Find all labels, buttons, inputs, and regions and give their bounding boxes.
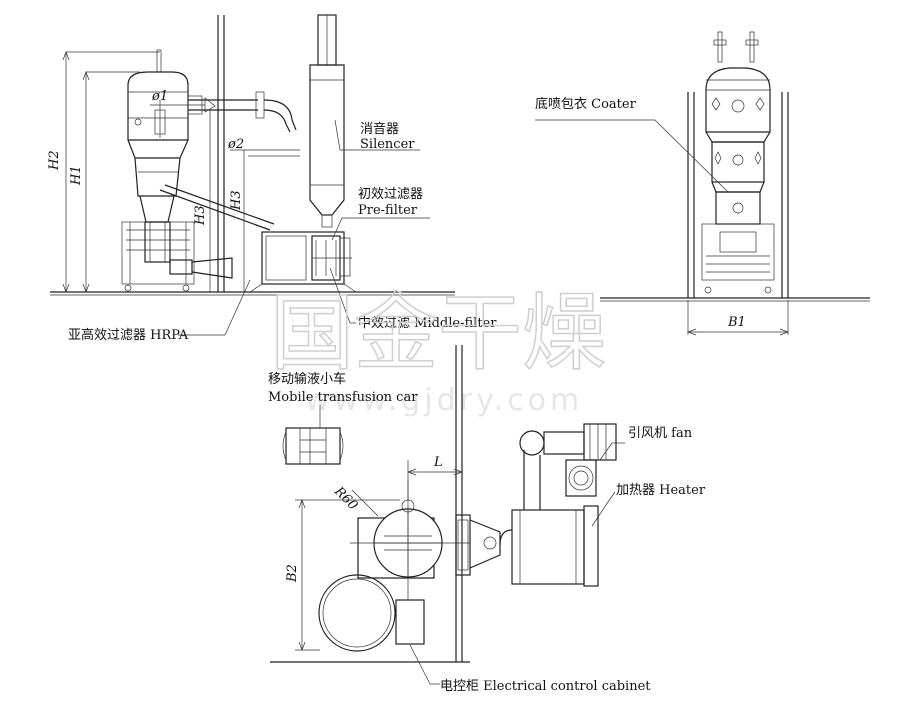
watermark-url: www.gjdry.com: [305, 383, 583, 418]
dim-b2: B2: [285, 564, 300, 583]
label-cart-cn: 移动输液小车: [268, 371, 346, 387]
dim-h1: H1: [69, 165, 84, 186]
dim-h3-right: H3: [229, 190, 244, 211]
label-control-cabinet: 电控柜 Electrical control cabinet: [440, 679, 651, 694]
watermark: 国金干燥 www.gjdry.com: [269, 283, 607, 418]
label-silencer-cn: 消音器: [360, 121, 399, 137]
dim-phi2: ø2: [227, 137, 244, 152]
silencer: [309, 14, 345, 228]
tank-circle: [318, 574, 396, 652]
label-fan: 引风机 fan: [628, 426, 693, 441]
label-hrpa: 亚高效过滤器 HRPA: [68, 327, 189, 343]
label-cart-en: Mobile transfusion car: [268, 390, 418, 405]
dim-b1: B1: [727, 315, 746, 330]
dim-phi1: ø1: [151, 89, 168, 104]
dim-h3-left: H3: [193, 205, 208, 226]
main-vessel-top: [350, 480, 470, 600]
heater-unit: [499, 505, 599, 587]
side-elevation-view: H2 H1 H3 H3 ø1 ø2 消音器 Silencer 初效过滤器 P: [47, 14, 497, 343]
control-cabinet: [395, 599, 425, 645]
label-heater: 加热器 Heater: [616, 483, 706, 498]
dim-h2: H2: [47, 150, 62, 171]
dim-r60: R60: [330, 484, 360, 514]
label-prefilter-cn: 初效过滤器: [358, 187, 423, 202]
label-middle-filter: 中效过滤 Middle-filter: [358, 316, 497, 331]
dim-l: L: [433, 455, 443, 470]
fan-unit: [519, 423, 617, 510]
main-tower: [121, 49, 233, 292]
label-coater: 底喷包衣 Coater: [535, 96, 637, 112]
height-dimensions: H2 H1 H3 H3 ø1 ø2: [47, 51, 300, 293]
side-elevation-labels: 消音器 Silencer 初效过滤器 Pre-filter 亚高效过滤器 HRP…: [68, 119, 497, 343]
filter-box: [249, 231, 357, 293]
front-elevation-view: B1 底喷包衣 Coater: [535, 31, 870, 336]
transfusion-cart: 移动输液小车 Mobile transfusion car: [268, 371, 418, 465]
label-prefilter-en: Pre-filter: [358, 203, 418, 218]
label-silencer-en: Silencer: [360, 137, 415, 152]
exhaust-pipe: [159, 91, 297, 231]
watermark-cn: 国金干燥: [270, 284, 606, 382]
